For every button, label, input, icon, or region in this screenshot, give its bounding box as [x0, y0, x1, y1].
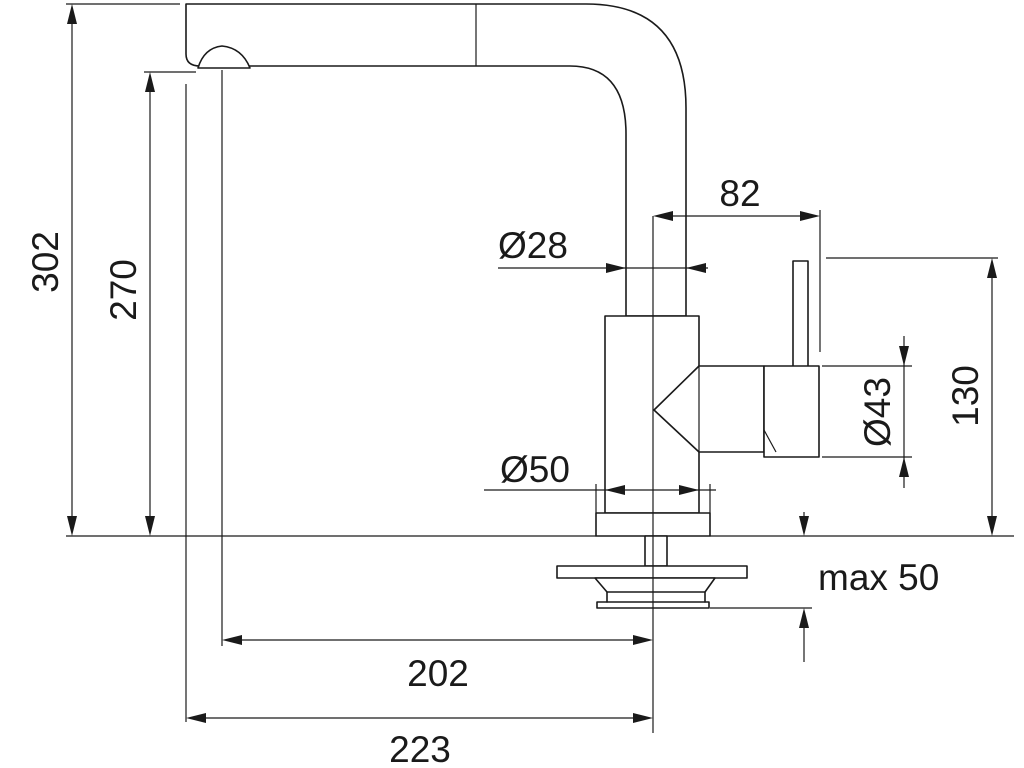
dimension-302-label: 302 — [25, 231, 66, 293]
dimension-82-label: 82 — [719, 173, 760, 214]
dimension-130-label: 130 — [945, 365, 986, 427]
dimension-202: 202 — [222, 635, 653, 694]
dimension-d43-label: Ø43 — [857, 377, 898, 447]
dimension-270: 270 — [103, 71, 196, 536]
faucet — [185, 3, 820, 609]
mounting-plate — [556, 565, 748, 579]
dimension-max-50: max 50 — [710, 512, 939, 662]
nozzle — [197, 45, 251, 69]
spout — [185, 3, 687, 317]
dimension-270-label: 270 — [103, 259, 144, 321]
handle-lever — [792, 260, 809, 371]
dimension-302: 302 — [25, 3, 180, 536]
dimension-223-label: 223 — [389, 729, 451, 768]
dimension-d50-label: Ø50 — [500, 449, 570, 490]
dimension-d43: Ø43 — [822, 336, 912, 488]
handle-cap — [763, 365, 820, 458]
dimension-82: 82 — [653, 173, 821, 352]
dimension-202-label: 202 — [407, 653, 469, 694]
dimension-223: 223 — [186, 713, 653, 768]
mounting-stud — [644, 535, 668, 567]
dimension-d50: Ø50 — [484, 449, 716, 513]
mounting-washer — [594, 577, 716, 593]
dimension-max-50-label: max 50 — [818, 557, 939, 598]
dimension-130: 130 — [826, 257, 998, 536]
dimension-d28: Ø28 — [498, 225, 708, 273]
dimension-d28-label: Ø28 — [498, 225, 568, 266]
handle-lever-join — [763, 429, 777, 453]
handle-connector — [653, 365, 765, 453]
mounting-nut-body — [606, 591, 706, 603]
